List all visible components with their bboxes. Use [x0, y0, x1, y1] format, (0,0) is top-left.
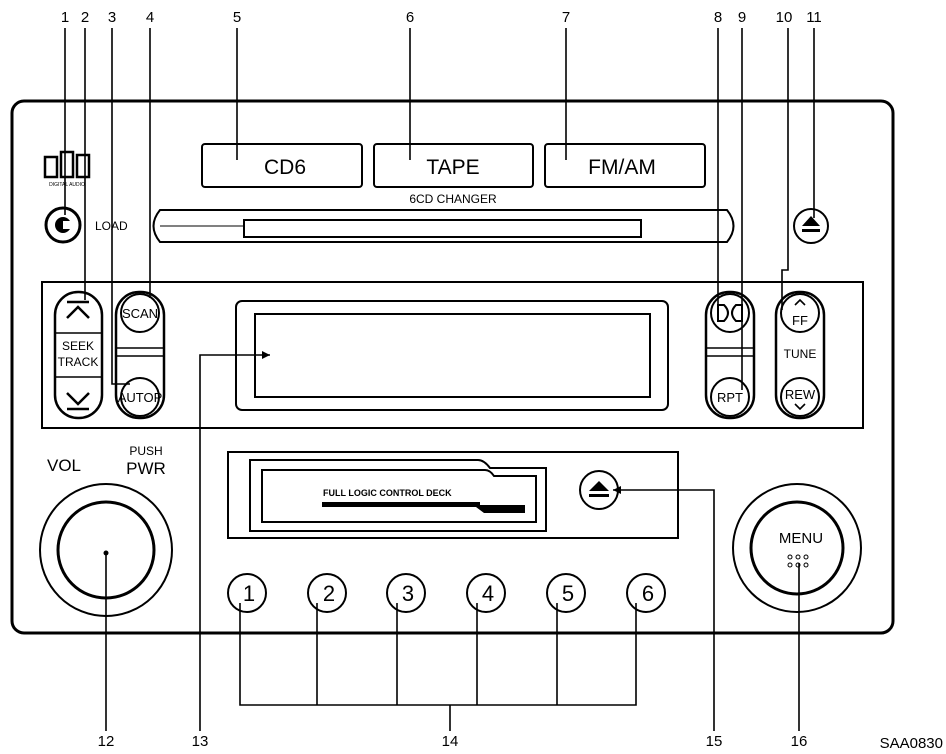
leader-lines [64, 28, 815, 731]
callout-8: 8 [714, 9, 722, 26]
display [235, 300, 669, 411]
eject-icon [802, 216, 820, 232]
chevron-down-icon[interactable] [66, 392, 90, 411]
callout-5: 5 [233, 9, 241, 26]
arrow-13 [262, 351, 270, 359]
track-label: TRACK [58, 355, 99, 369]
seek-track-rocker[interactable]: SEEK TRACK [53, 290, 104, 420]
ff-label: FF [792, 313, 808, 328]
pwr-label: PWR [126, 459, 166, 478]
callout-13: 13 [192, 733, 209, 750]
preset-button-5[interactable]: 5 [546, 573, 586, 613]
cd-logo-sub: DIGITAL AUDIO [49, 182, 85, 188]
callout-11: 11 [806, 9, 822, 26]
callout-4: 4 [146, 9, 154, 26]
svg-text:2: 2 [323, 581, 335, 606]
push-label: PUSH [129, 444, 162, 458]
rew-button[interactable]: REW [780, 377, 820, 417]
cd-eject-button[interactable] [793, 208, 829, 244]
callout-10: 10 [776, 9, 793, 26]
menu-label: MENU [779, 530, 823, 547]
arrow-15 [613, 486, 621, 494]
tape-button[interactable]: TAPE [373, 143, 534, 188]
callout-14: 14 [442, 733, 459, 750]
cd-logo: DIGITAL AUDIO [43, 150, 91, 188]
ff-button[interactable]: FF [780, 293, 820, 333]
seek-label: SEEK [62, 339, 94, 353]
chevron-up-icon[interactable] [66, 300, 90, 319]
callout-15: 15 [706, 733, 723, 750]
callout-7: 7 [562, 9, 570, 26]
dots-icon [787, 554, 809, 568]
tune-rocker: TUNE FF REW [774, 290, 826, 420]
dolby-button[interactable] [710, 293, 750, 333]
scan-autop-group: SCAN AUTOP [114, 290, 166, 420]
callout-2: 2 [81, 9, 89, 26]
preset-button-6[interactable]: 6 [626, 573, 666, 613]
rpt-button[interactable]: RPT [710, 377, 750, 417]
cd6-label: CD6 [264, 156, 306, 179]
preset-button-1[interactable]: 1 [227, 573, 267, 613]
control-band [41, 281, 864, 429]
callout-3: 3 [108, 9, 116, 26]
load-button[interactable] [44, 206, 82, 244]
figure-code: SAA0830 [880, 735, 943, 752]
cd-slot[interactable] [152, 209, 735, 243]
callout-12: 12 [98, 733, 115, 750]
dolby-icon [717, 304, 743, 322]
cd-changer-label: 6CD CHANGER [409, 192, 497, 206]
fmam-button[interactable]: FM/AM [544, 143, 706, 188]
scan-label: SCAN [122, 306, 158, 321]
svg-text:4: 4 [482, 581, 494, 606]
down-arrow-icon [794, 403, 806, 411]
callout-16: 16 [791, 733, 808, 750]
tape-eject-button[interactable] [579, 470, 619, 510]
preset-button-4[interactable]: 4 [466, 573, 506, 613]
preset-button-3[interactable]: 3 [386, 573, 426, 613]
autop-label: AUTOP [118, 390, 163, 405]
radio-panel [10, 99, 895, 635]
scan-button[interactable]: SCAN [120, 293, 160, 333]
callouts: 1 2 3 4 5 6 7 8 9 10 11 12 13 14 15 16 [61, 9, 822, 750]
tape-label: TAPE [426, 156, 479, 179]
up-arrow-icon [794, 298, 806, 306]
rew-label: REW [785, 387, 816, 402]
autop-button[interactable]: AUTOP [118, 377, 163, 417]
callout-1: 1 [61, 9, 69, 26]
svg-text:5: 5 [562, 581, 574, 606]
dolby-rpt-group: RPT [704, 290, 756, 420]
eject-icon [589, 481, 609, 497]
preset-button-2[interactable]: 2 [307, 573, 347, 613]
callout-9: 9 [738, 9, 746, 26]
volume-knob[interactable] [39, 483, 173, 617]
cd6-button[interactable]: CD6 [201, 143, 363, 188]
fmam-label: FM/AM [588, 156, 656, 179]
svg-text:6: 6 [642, 581, 654, 606]
rpt-label: RPT [717, 390, 743, 405]
menu-knob[interactable]: MENU [732, 483, 862, 613]
callout-6: 6 [406, 9, 414, 26]
svg-text:1: 1 [243, 581, 255, 606]
svg-text:3: 3 [402, 581, 414, 606]
tune-label: TUNE [784, 347, 817, 361]
vol-label: VOL [47, 456, 81, 475]
tape-deck-label: FULL LOGIC CONTROL DECK [323, 488, 452, 498]
